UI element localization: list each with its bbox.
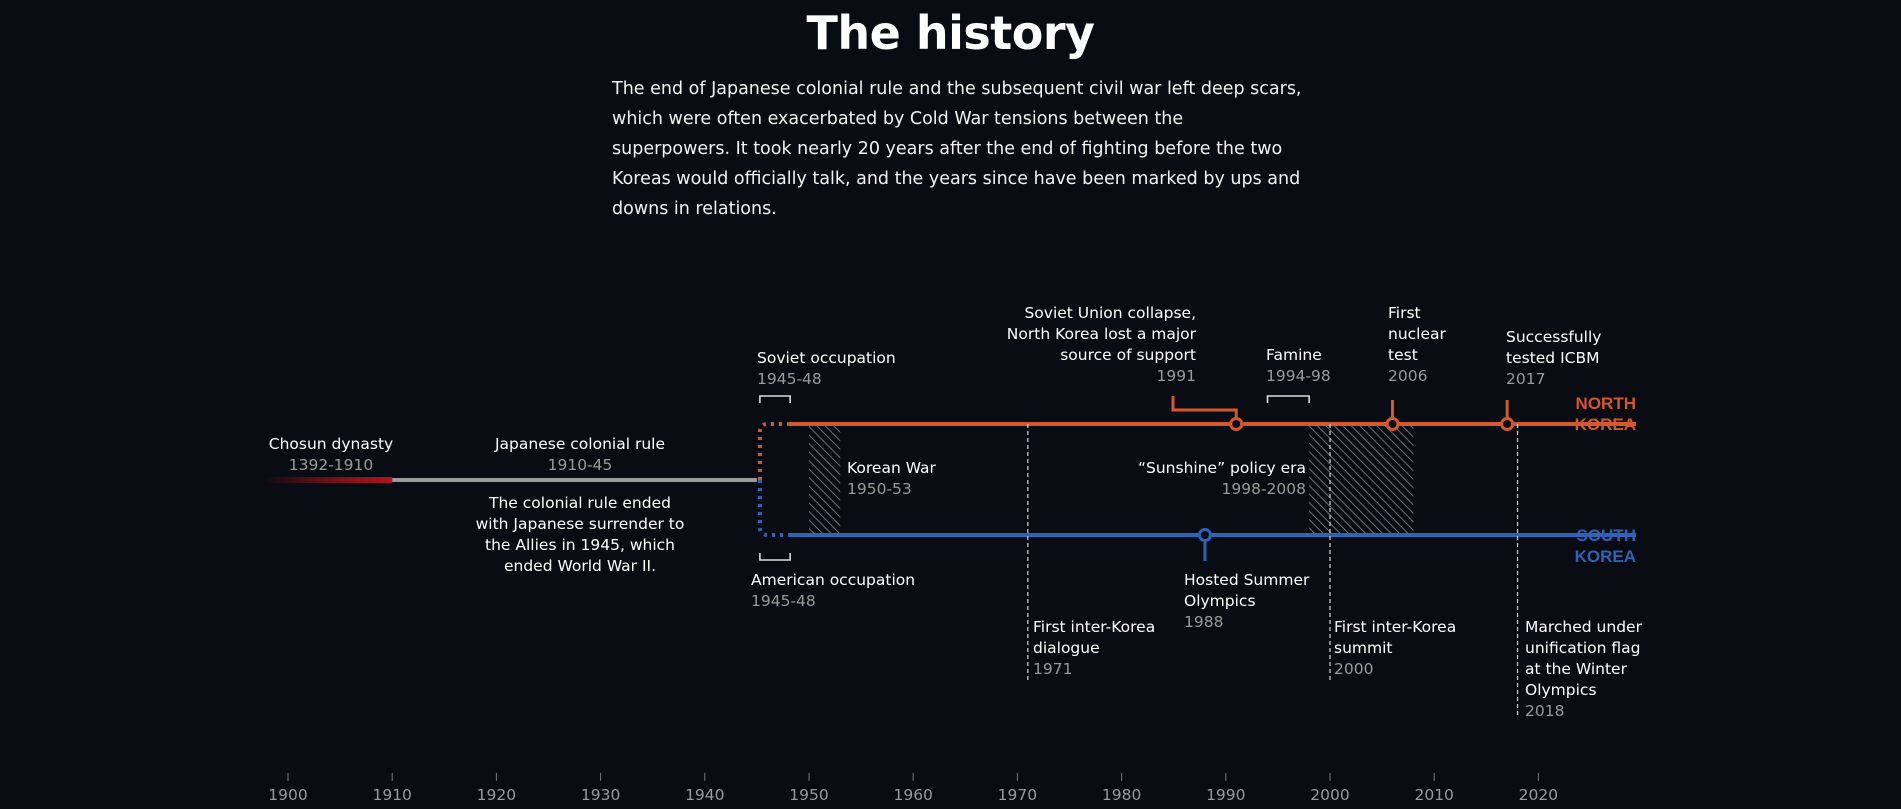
summit-label: First inter-Korea [1334,618,1456,636]
axis-tick-label: 1920 [477,786,516,804]
summit-label: summit [1334,639,1392,657]
icbm-test-year: 2017 [1506,370,1545,388]
soviet-collapse-label: source of support [1060,346,1196,364]
soviet-collapse-connector [1171,396,1238,424]
american-occupation-label: American occupation [751,571,915,589]
axis-tick-label: 1910 [372,786,411,804]
famine-bracket [1266,395,1310,403]
famine-year: 1994-98 [1266,367,1331,385]
colonial-note-label: with Japanese surrender to [476,515,685,533]
american-occupation-bracket [759,553,791,561]
dialogue-year: 1971 [1033,660,1072,678]
famine-label: Famine [1266,346,1322,364]
axis-tick-label: 1990 [1206,786,1245,804]
nuclear-test-label: First [1388,304,1421,322]
nuclear-test-label: test [1388,346,1418,364]
north-korea-label: NORTH [1576,394,1636,413]
colonial-note-label: The colonial rule ended [488,494,671,512]
page-title: The history [806,6,1096,60]
north-split-connector [757,422,789,480]
winter-olympics-label: Olympics [1525,681,1597,699]
axis-tick-label: 1980 [1102,786,1141,804]
icbm-test-label: Successfully [1506,328,1601,346]
summer-olympics-label: Olympics [1184,592,1256,610]
soviet-collapse-label: North Korea lost a major [1007,325,1197,343]
north-korea-label: KOREA [1575,415,1636,434]
dialogue-label: First inter-Korea [1033,618,1155,636]
nuclear-test-year: 2006 [1388,367,1427,385]
nuclear-test-marker [1385,417,1400,431]
winter-olympics-label: unification flag [1525,639,1640,657]
korean-war-label: Korean War [847,459,937,477]
axis-tick-label: 1940 [685,786,724,804]
axis-tick-label: 2000 [1310,786,1349,804]
winter-olympics-label: Marched under [1525,618,1643,636]
soviet-occupation-year: 1945-48 [757,370,822,388]
american-occupation-year: 1945-48 [751,592,816,610]
axis-tick-label: 1960 [893,786,932,804]
colonial-label: Japanese colonial rule [494,435,665,453]
colonial-note-label: the Allies in 1945, which [485,536,675,554]
axis-tick-label: 2020 [1519,786,1558,804]
south-split-connector [757,480,789,537]
winter-olympics-year: 2018 [1525,702,1564,720]
axis-tick-label: 2010 [1414,786,1453,804]
axis-tick-label: 1950 [789,786,828,804]
korean-war-band [809,424,841,535]
south-korea-label: SOUTH [1577,526,1637,545]
soviet-collapse-label: Soviet Union collapse, [1024,304,1196,322]
summer-olympics-label: Hosted Summer [1184,571,1310,589]
soviet-collapse-year: 1991 [1157,367,1196,385]
colonial-year: 1910-45 [548,456,613,474]
chosun-label: Chosun dynasty [269,435,393,453]
icbm-test-label: tested ICBM [1506,349,1599,367]
axis-tick-label: 1900 [268,786,307,804]
korean-war-year: 1950-53 [847,480,912,498]
axis-tick-label: 1970 [998,786,1037,804]
summer-olympics-marker [1197,528,1212,542]
colonial-note-label: ended World War II. [504,557,656,575]
south-korea-label: KOREA [1575,547,1636,566]
summit-year: 2000 [1334,660,1373,678]
sunshine-year: 1998-2008 [1222,480,1307,498]
chosun-year: 1392-1910 [289,456,374,474]
summer-olympics-year: 1988 [1184,613,1223,631]
icbm-test-marker [1500,417,1515,431]
axis-tick-label: 1930 [581,786,620,804]
x-axis: 1900 1910 1920 1930 1940 1950 1960 1970 1980 1990… [268,773,1558,804]
winter-olympics-label: at the Winter [1525,660,1628,678]
nuclear-test-label: nuclear [1388,325,1447,343]
sunshine-label: “Sunshine” policy era [1138,459,1306,477]
dialogue-label: dialogue [1033,639,1100,657]
chosun-line [262,477,393,483]
soviet-occupation-bracket [759,395,791,403]
sunshine-era-band [1309,424,1414,535]
intro-paragraph: The end of Japanese colonial rule and th… [612,79,1302,219]
soviet-occupation-label: Soviet occupation [757,349,896,367]
soviet-collapse-marker [1229,417,1244,431]
